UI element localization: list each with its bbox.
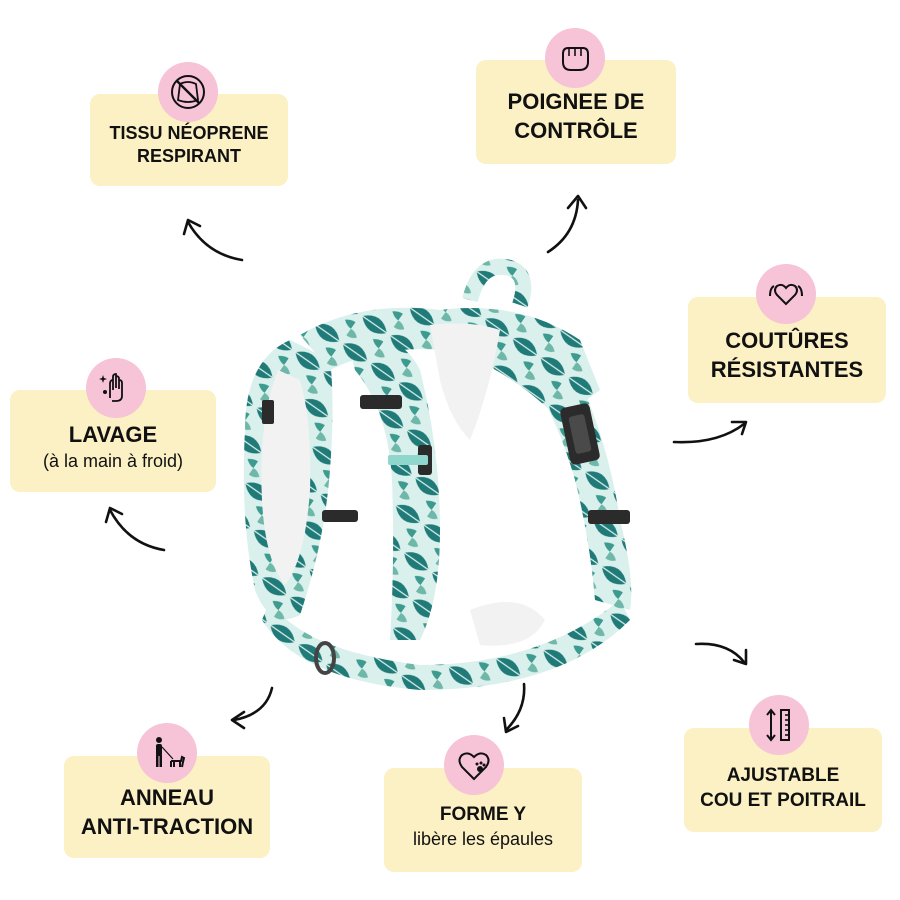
feature-card-handle: POIGNEE DE CONTRÔLE <box>476 60 676 164</box>
arrow-yshape <box>502 682 526 734</box>
feature-subtitle: COU ET POITRAIL <box>700 790 866 811</box>
strong-heart-icon <box>756 264 816 324</box>
feature-title: TISSU NÉOPRENE <box>109 122 269 143</box>
feature-title: COUTÛRES <box>725 328 849 354</box>
feature-subtitle: CONTRÔLE <box>514 118 638 143</box>
arrow-ring <box>230 686 274 730</box>
arrow-washing <box>104 506 166 552</box>
feature-title: AJUSTABLE <box>726 765 840 787</box>
feature-title: FORME Y <box>439 803 527 825</box>
feature-subtitle: ANTI-TRACTION <box>80 814 254 839</box>
arrow-neoprene <box>182 218 244 262</box>
arrow-seams <box>672 420 748 444</box>
feature-title: POIGNEE DE <box>507 89 645 115</box>
feature-title: LAVAGE <box>68 422 158 447</box>
hand-wash-icon <box>86 358 146 418</box>
feature-subtitle: (à la main à froid) <box>42 450 184 471</box>
arrow-handle <box>546 194 588 254</box>
feature-card-washing: LAVAGE (à la main à froid) <box>10 390 216 492</box>
feature-subtitle: RESPIRANT <box>136 146 241 166</box>
arrow-adjustable <box>694 642 748 666</box>
feature-card-neoprene: TISSU NÉOPRENE RESPIRANT <box>90 94 288 186</box>
fist-icon <box>545 28 605 88</box>
ruler-icon <box>749 695 809 755</box>
heart-paw-icon <box>444 735 504 795</box>
no-leather-icon <box>158 62 218 122</box>
feature-subtitle: libère les épaules <box>412 828 554 849</box>
person-walking-dog-icon <box>137 723 197 783</box>
feature-title: ANNEAU <box>119 785 215 811</box>
feature-subtitle: RÉSISTANTES <box>710 357 864 382</box>
